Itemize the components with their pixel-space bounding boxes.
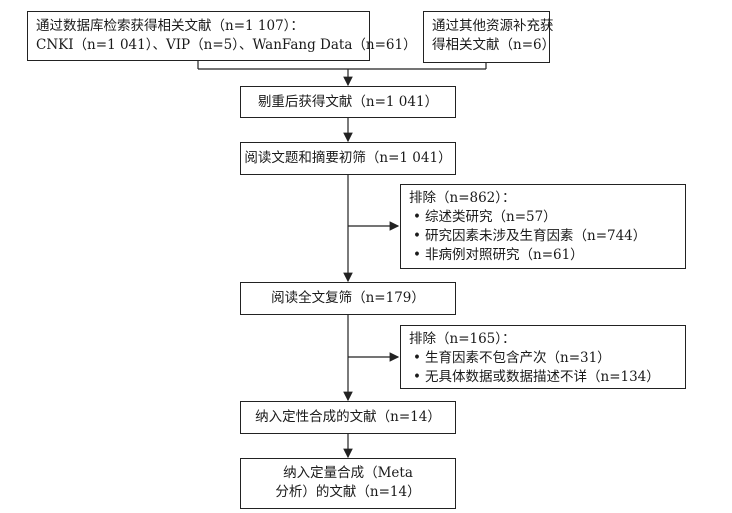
exclusion-1-title: 排除（n=862）： <box>409 190 516 206</box>
other-sources-line1: 通过其他资源补充获 <box>432 18 554 34</box>
exclusion-2-item: •无具体数据或数据描述不详（n=134） <box>413 369 660 385</box>
qualitative-synthesis-text: 纳入定性合成的文献（n=14） <box>255 409 441 425</box>
other-sources-line2: 得相关文献（n=6） <box>432 37 556 53</box>
qualitative-synthesis-box: 纳入定性合成的文献（n=14） <box>240 401 456 434</box>
quantitative-synthesis-line2: 分析）的文献（n=14） <box>275 484 421 500</box>
exclusion-box-2: 排除（n=165）： •生育因素不包含产次（n=31） •无具体数据或数据描述不… <box>400 325 686 389</box>
other-sources-box: 通过其他资源补充获 得相关文献（n=6） <box>423 11 556 63</box>
dedup-text: 剔重后获得文献（n=1 041） <box>257 94 439 110</box>
title-abstract-screen-text: 阅读文题和摘要初筛（n=1 041） <box>244 150 452 166</box>
quantitative-synthesis-box: 纳入定量合成（Meta 分析）的文献（n=14） <box>240 458 456 509</box>
quantitative-synthesis-line1: 纳入定量合成（Meta <box>283 465 413 481</box>
database-search-box: 通过数据库检索获得相关文献（n=1 107）： CNKI（n=1 041）、VI… <box>27 11 417 61</box>
database-search-line2: CNKI（n=1 041）、VIP（n=5）、WanFang Data（n=61… <box>36 37 417 53</box>
full-text-screen-box: 阅读全文复筛（n=179） <box>240 282 456 315</box>
full-text-screen-text: 阅读全文复筛（n=179） <box>271 290 425 306</box>
exclusion-2-title: 排除（n=165）： <box>409 331 516 347</box>
database-search-line1: 通过数据库检索获得相关文献（n=1 107）： <box>36 18 304 34</box>
exclusion-1-item: •研究因素未涉及生育因素（n=744） <box>413 228 647 244</box>
exclusion-1-item: •非病例对照研究（n=61） <box>413 247 584 263</box>
exclusion-1-item: •综述类研究（n=57） <box>413 209 557 225</box>
exclusion-2-item: •生育因素不包含产次（n=31） <box>413 350 611 366</box>
exclusion-box-1: 排除（n=862）： •综述类研究（n=57） •研究因素未涉及生育因素（n=7… <box>400 184 686 269</box>
dedup-box: 剔重后获得文献（n=1 041） <box>240 86 456 118</box>
title-abstract-screen-box: 阅读文题和摘要初筛（n=1 041） <box>240 142 456 175</box>
